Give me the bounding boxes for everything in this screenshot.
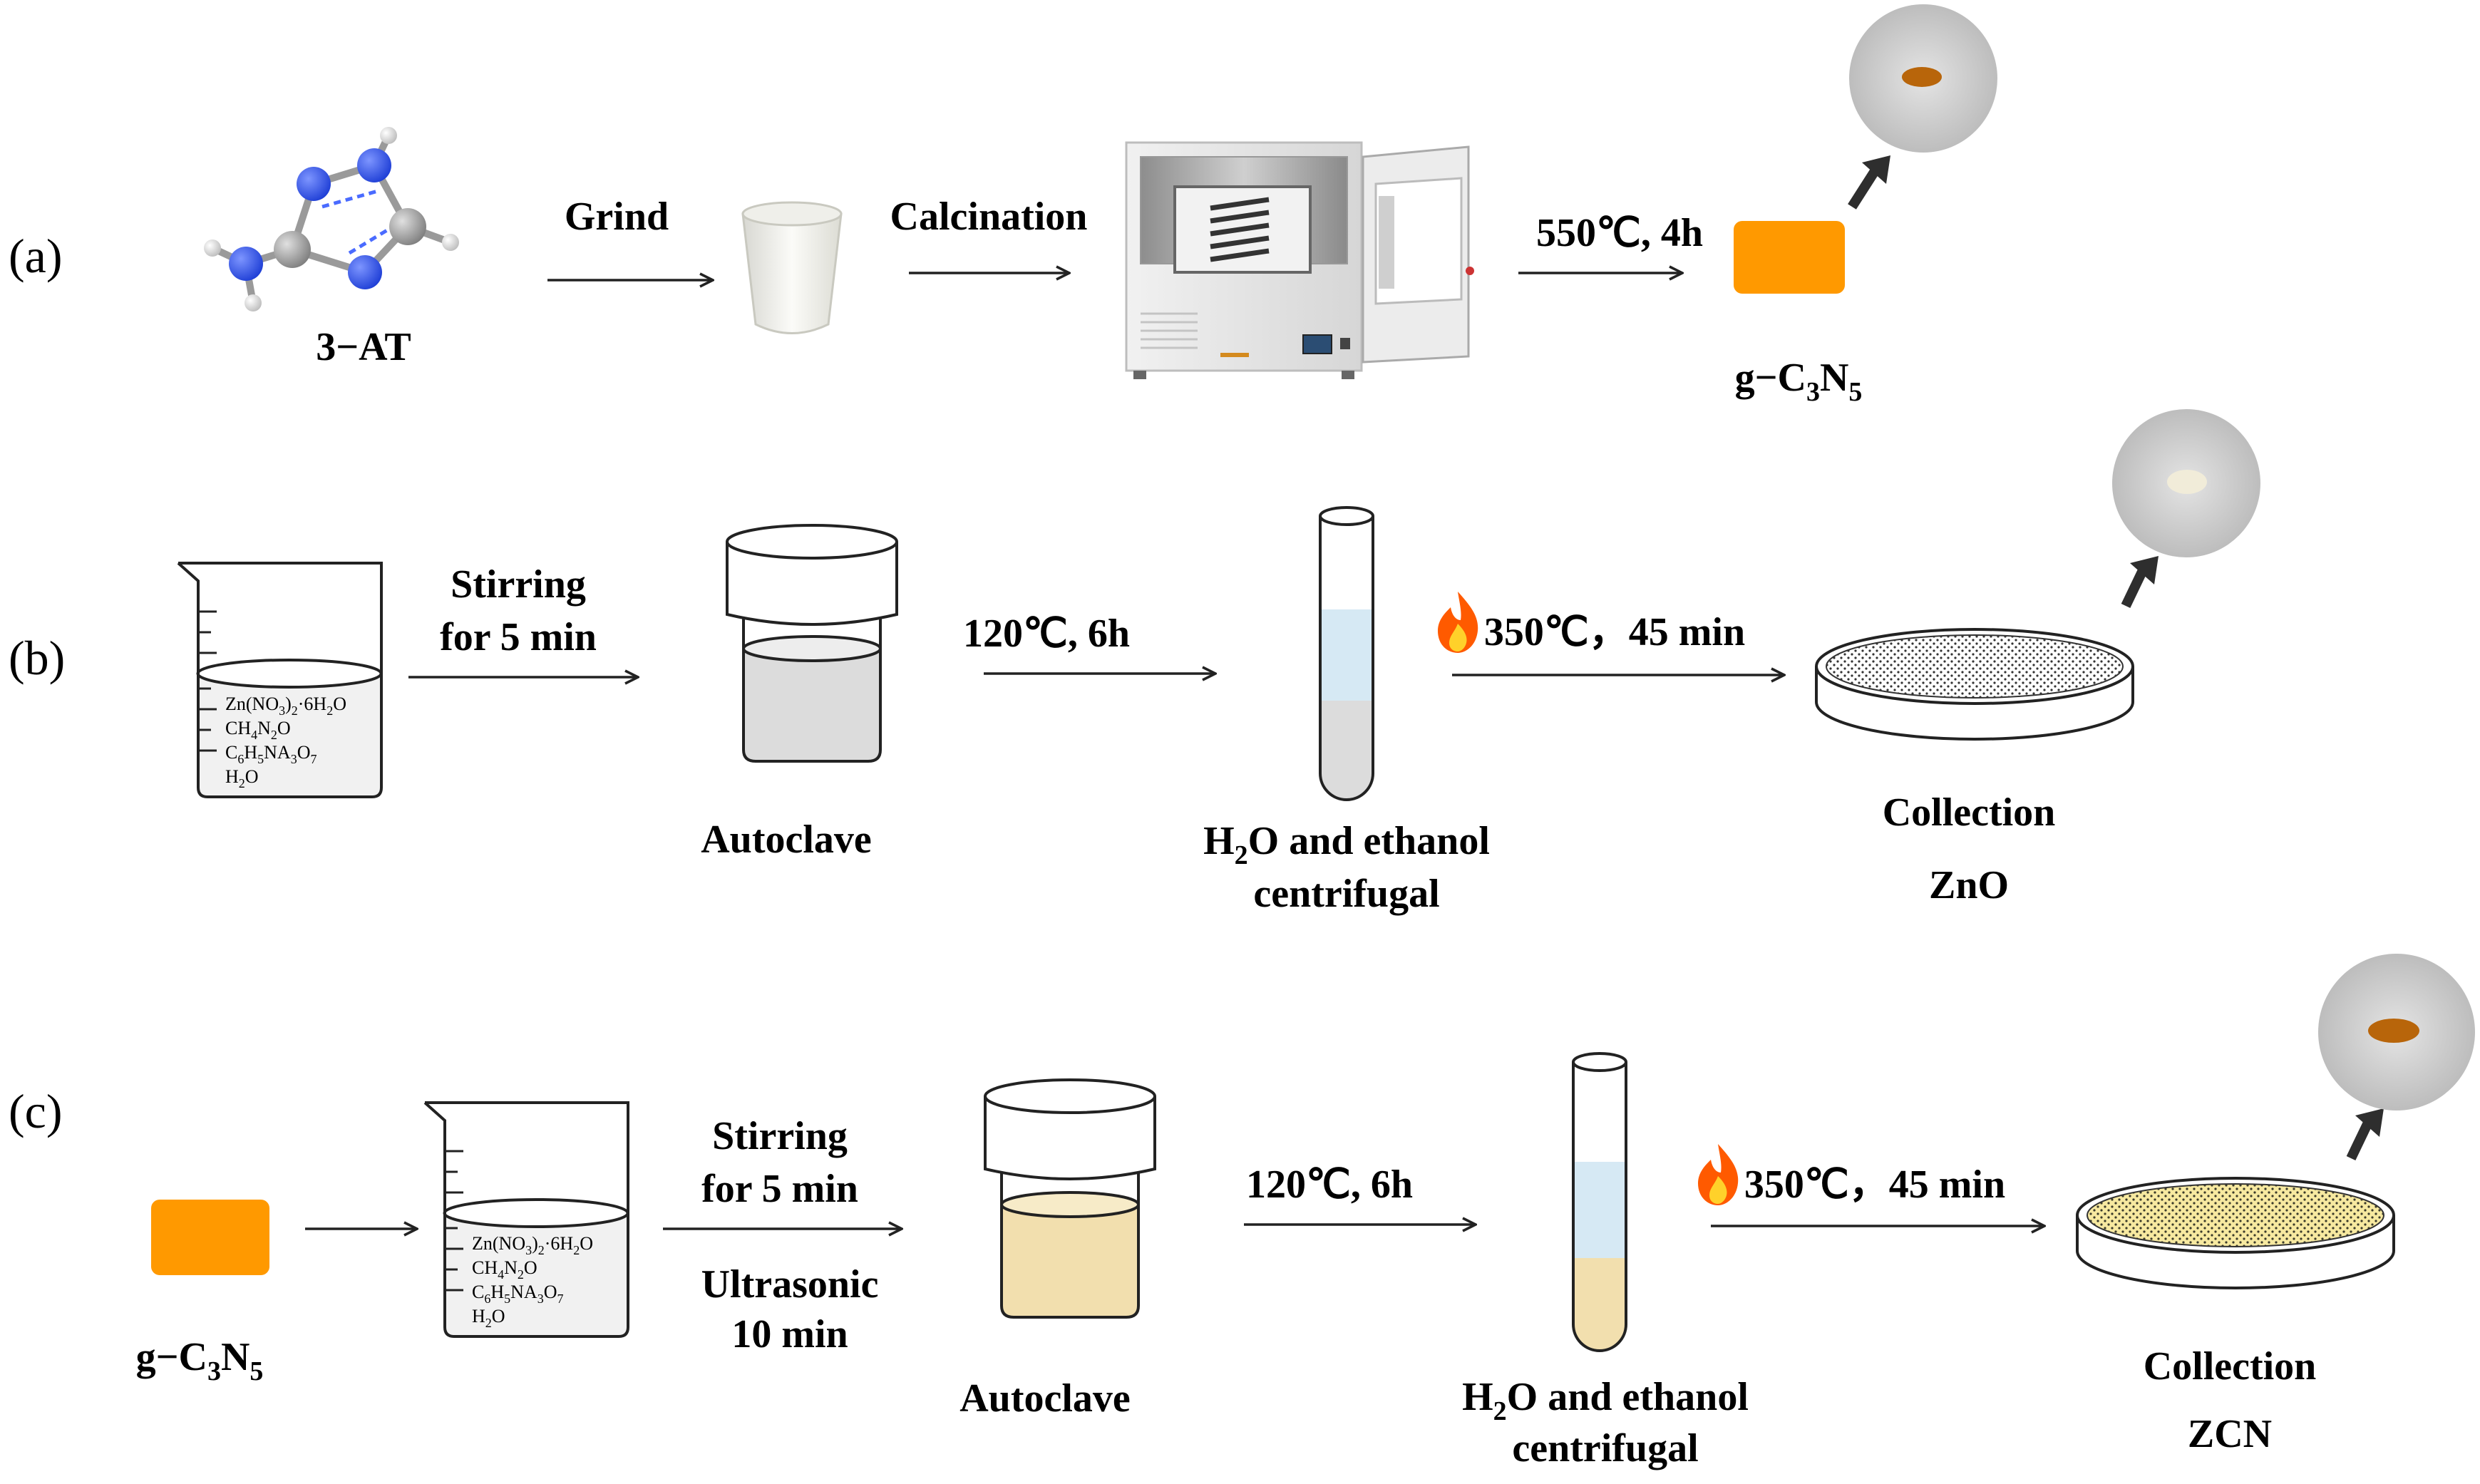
wash-label-c2: centrifugal bbox=[1512, 1426, 1698, 1470]
reagent-item: Zn(NO3)2·6H2O bbox=[225, 694, 346, 718]
anneal-condition-c: 350℃，45 min bbox=[1744, 1163, 2005, 1207]
collection-label-c: Collection bbox=[2144, 1344, 2317, 1388]
molecule-3at-icon bbox=[204, 127, 459, 311]
crucible-icon bbox=[741, 201, 843, 334]
ultrasonic-label-c1: Ultrasonic bbox=[701, 1262, 879, 1307]
wash-label-b1: H2O and ethanol bbox=[1203, 819, 1490, 870]
reagent-item: C6H5NA3O7 bbox=[472, 1282, 563, 1306]
centrifuge-tube-icon bbox=[1319, 506, 1374, 801]
pointer-arrow-c bbox=[2346, 1108, 2384, 1161]
g-c3n5-block bbox=[1734, 221, 1845, 294]
muffle-furnace-icon bbox=[1125, 141, 1474, 379]
reagent-item: H2O bbox=[225, 766, 259, 790]
panel-label-c: (c) bbox=[9, 1084, 62, 1138]
sample-photo-icon bbox=[2318, 954, 2475, 1111]
hydrothermal-condition-b: 120℃, 6h bbox=[963, 612, 1130, 656]
flame-icon bbox=[1698, 1144, 1739, 1205]
beaker-icon bbox=[177, 562, 383, 798]
flame-icon bbox=[1438, 592, 1478, 653]
collection-label-b: Collection bbox=[1883, 790, 2056, 835]
sample-photo-icon bbox=[2112, 409, 2260, 557]
centrifuge-tube-icon bbox=[1572, 1052, 1627, 1352]
product-label-a: g−C3N5 bbox=[1735, 356, 1863, 407]
hydrothermal-condition-c: 120℃, 6h bbox=[1246, 1163, 1413, 1207]
precursor-label: 3−AT bbox=[316, 325, 411, 369]
petri-dish-icon bbox=[2076, 1177, 2395, 1289]
wash-label-b2: centrifugal bbox=[1253, 872, 1439, 916]
product-label-c: ZCN bbox=[2188, 1412, 2272, 1456]
petri-dish-icon bbox=[1815, 628, 2134, 741]
wash-label-c1: H2O and ethanol bbox=[1462, 1375, 1749, 1426]
panel-label-a: (a) bbox=[9, 229, 62, 283]
anneal-condition-b: 350℃，45 min bbox=[1484, 610, 1745, 654]
reagent-item: C6H5NA3O7 bbox=[225, 742, 317, 766]
product-label-b: ZnO bbox=[1929, 863, 2009, 907]
panel-label-b: (b) bbox=[9, 631, 65, 685]
autoclave-icon bbox=[726, 524, 898, 763]
input-label-c: g−C3N5 bbox=[136, 1335, 264, 1386]
autoclave-label-b: Autoclave bbox=[701, 818, 872, 862]
calcination-condition: 550℃, 4h bbox=[1536, 211, 1703, 255]
grind-label: Grind bbox=[565, 195, 669, 239]
stirring-label-c2: for 5 min bbox=[701, 1167, 858, 1211]
stirring-label-b1: Stirring bbox=[451, 562, 586, 607]
reagent-item: Zn(NO3)2·6H2O bbox=[472, 1233, 593, 1257]
g-c3n5-block-c bbox=[151, 1200, 269, 1275]
pointer-arrow-b bbox=[2121, 556, 2159, 609]
sample-photo-icon bbox=[1849, 4, 1997, 153]
autoclave-label-c: Autoclave bbox=[959, 1376, 1131, 1421]
calcination-label: Calcination bbox=[890, 195, 1088, 239]
beaker-icon bbox=[423, 1101, 629, 1338]
ultrasonic-label-c2: 10 min bbox=[731, 1312, 848, 1356]
stirring-label-c1: Stirring bbox=[712, 1114, 848, 1158]
reagent-item: CH4N2O bbox=[472, 1257, 537, 1282]
stirring-label-b2: for 5 min bbox=[440, 615, 597, 659]
reagent-item: H2O bbox=[472, 1306, 505, 1330]
pointer-arrow-a bbox=[1848, 155, 1890, 210]
autoclave-icon bbox=[984, 1078, 1156, 1319]
reagent-item: CH4N2O bbox=[225, 718, 291, 742]
